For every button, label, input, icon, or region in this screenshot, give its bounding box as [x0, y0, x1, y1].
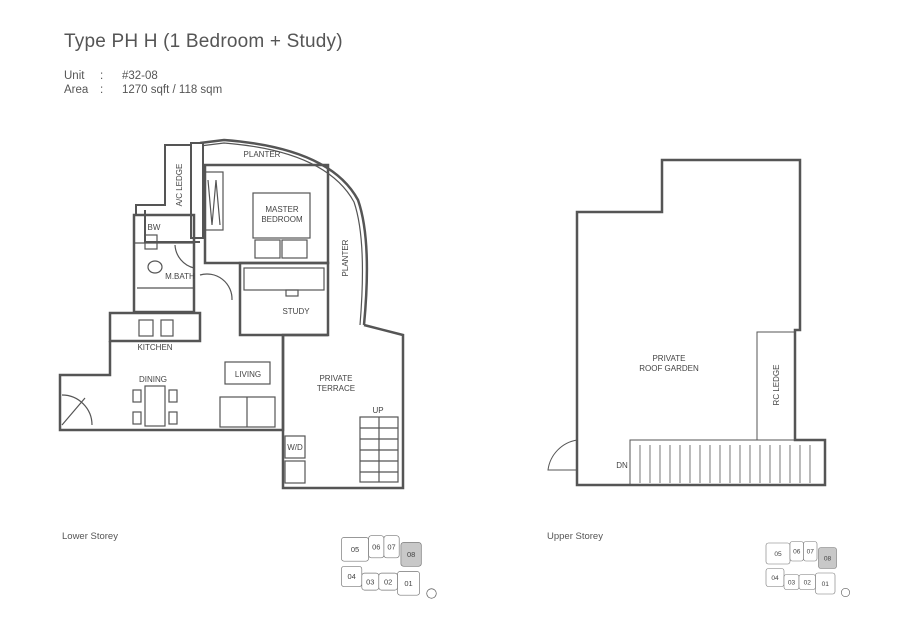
key-plan-unit-label: 08	[407, 550, 415, 559]
study-wall	[238, 261, 330, 337]
upper-storey-plan	[547, 158, 827, 487]
room-label-bedroom: BEDROOM	[261, 215, 303, 224]
key-plan-unit-label: 06	[372, 542, 380, 551]
upper-storey-caption: Upper Storey	[547, 531, 603, 542]
terrace-wall	[281, 323, 405, 490]
key-plan-unit-07	[803, 541, 818, 562]
area-row: Area: 1270 sqft / 118 sqm	[64, 84, 222, 96]
key-plan-unit-label: 07	[807, 549, 815, 556]
planter-wall	[199, 138, 369, 326]
kitchen-wall	[108, 311, 202, 343]
key-plan-unit-label: 01	[404, 579, 412, 588]
room-label-mbath: M.BATH	[165, 272, 195, 281]
room-label-roof-garden: ROOF GARDEN	[639, 364, 699, 373]
key-plan-unit-label: 03	[788, 579, 796, 586]
room-label-private: PRIVATE	[319, 374, 352, 383]
key-plan-unit-label: 05	[351, 545, 359, 554]
stairs	[359, 416, 399, 483]
lower-storey-plan	[58, 138, 405, 490]
key-plan-unit-label: 06	[793, 549, 801, 556]
room-label-private-roof: PRIVATE	[652, 354, 685, 363]
room-label-terrace: TERRACE	[317, 384, 355, 393]
key-plan-unit-08	[400, 542, 422, 567]
key-plan-unit-label: 03	[366, 577, 374, 586]
separator: :	[100, 70, 104, 82]
room-label-kitchen: KITCHEN	[137, 343, 172, 352]
unit-value: #32-08	[122, 70, 158, 82]
key-plan-unit-label: 08	[824, 555, 832, 562]
room-label-bw: BW	[148, 223, 161, 232]
separator: :	[100, 84, 104, 96]
key-plan-unit-01	[815, 572, 836, 595]
key-plan-upper: 05 06 07 08 04 03 02 01	[765, 541, 851, 598]
key-plan-unit-label: 01	[822, 581, 830, 588]
unit-row: Unit: #32-08	[64, 70, 158, 82]
key-plan-unit-label: 05	[774, 551, 782, 558]
page-title: Type PH H (1 Bedroom + Study)	[64, 31, 343, 52]
key-plan-unit-01	[397, 571, 420, 596]
north-arrow-icon	[426, 588, 437, 599]
key-plan-unit-07	[383, 535, 400, 559]
area-value: 1270 sqft / 118 sqm	[122, 84, 223, 96]
room-label-study: STUDY	[282, 307, 310, 316]
key-plan-unit-label: 04	[771, 575, 779, 582]
room-label-living: LIVING	[235, 370, 261, 379]
room-label-dining: DINING	[139, 375, 167, 384]
room-label-wd: W/D	[287, 443, 303, 452]
stairs-dn-label: DN	[616, 461, 628, 470]
stairs-up-label: UP	[372, 406, 383, 415]
unit-label: Unit	[64, 70, 85, 82]
living-dining-wall	[58, 333, 328, 432]
area-label: Area	[64, 84, 89, 96]
room-label-planter: PLANTER	[244, 150, 281, 159]
key-plan-unit-label: 07	[387, 542, 395, 551]
key-plan-lower: 05 06 07 08 04 03 02 01	[341, 535, 437, 599]
room-label-ac-ledge: A/C LEDGE	[175, 164, 184, 207]
key-plan-unit-label: 04	[347, 572, 355, 581]
key-plan-unit-label: 02	[384, 577, 392, 586]
room-label-master: MASTER	[265, 205, 299, 214]
north-arrow-icon	[841, 588, 851, 598]
room-label-rc-ledge: RC LEDGE	[772, 365, 781, 406]
key-plan-unit-08	[818, 547, 837, 569]
room-label-planter-right: PLANTER	[341, 239, 350, 276]
lower-storey-caption: Lower Storey	[62, 531, 118, 542]
key-plan-unit-label: 02	[804, 579, 812, 586]
